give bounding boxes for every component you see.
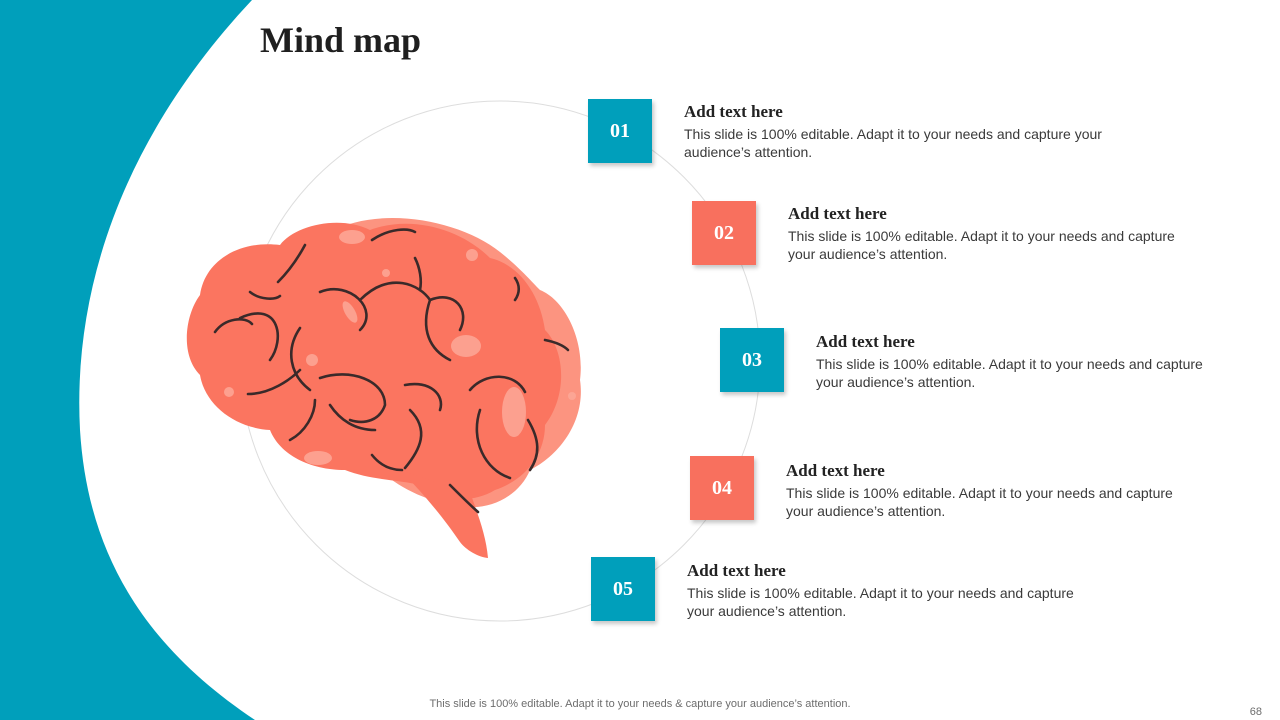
step-number: 05 xyxy=(613,577,633,600)
brain-fold xyxy=(370,453,404,472)
step-text-01: Add text here This slide is 100% editabl… xyxy=(684,101,1102,161)
step-body: This slide is 100% editable. Adapt it to… xyxy=(816,355,1203,391)
step-badge-01: 01 xyxy=(588,99,652,163)
step-text-05: Add text here This slide is 100% editabl… xyxy=(687,560,1074,620)
brain-highlight xyxy=(342,301,358,323)
brain-highlight xyxy=(224,387,234,397)
step-body-line: your audience’s attention. xyxy=(687,603,847,619)
brain-fold xyxy=(370,228,417,242)
step-body-line: your audience’s attention. xyxy=(786,503,946,519)
step-text-03: Add text here This slide is 100% editabl… xyxy=(816,331,1203,391)
brain-fold xyxy=(248,290,282,300)
slide-title: Mind map xyxy=(260,20,422,60)
brain-highlight xyxy=(306,354,318,366)
brain-fold xyxy=(475,408,512,480)
step-body-line: This slide is 100% editable. Adapt it to… xyxy=(786,485,1173,501)
step-body-line: your audience’s attention. xyxy=(816,374,976,390)
brain-highlights xyxy=(224,230,576,465)
step-body-line: This slide is 100% editable. Adapt it to… xyxy=(816,356,1203,372)
brain-fold xyxy=(468,375,527,394)
brain-highlight xyxy=(304,451,332,465)
brain-folds xyxy=(213,228,570,514)
brain-fold xyxy=(403,408,423,470)
step-body-line: This slide is 100% editable. Adapt it to… xyxy=(684,126,1102,142)
brain-fold xyxy=(328,403,377,432)
brain-fold xyxy=(448,483,480,514)
brain-fold xyxy=(526,418,539,472)
brain-fold xyxy=(318,373,387,424)
step-body: This slide is 100% editable. Adapt it to… xyxy=(786,484,1173,520)
teal-arc-band xyxy=(0,0,255,720)
step-heading: Add text here xyxy=(687,561,786,580)
brain-fold xyxy=(246,368,302,396)
step-text-02: Add text here This slide is 100% editabl… xyxy=(788,203,1175,263)
step-number: 01 xyxy=(610,119,630,142)
step-text-04: Add text here This slide is 100% editabl… xyxy=(786,460,1173,520)
step-body-line: This slide is 100% editable. Adapt it to… xyxy=(788,228,1175,244)
brain-stem xyxy=(400,470,488,558)
step-badge-02: 02 xyxy=(692,201,756,265)
step-badge-04: 04 xyxy=(690,456,754,520)
step-number: 03 xyxy=(742,348,762,371)
brain-highlight xyxy=(451,335,481,357)
brain-main xyxy=(186,222,562,500)
page-number: 68 xyxy=(1249,706,1262,718)
brain-highlight xyxy=(568,392,576,400)
step-body-line: audience’s attention. xyxy=(684,144,813,160)
brain-highlight xyxy=(502,387,526,437)
step-body: This slide is 100% editable. Adapt it to… xyxy=(687,584,1074,620)
step-body-line: your audience’s attention. xyxy=(788,246,948,262)
brain-fold xyxy=(288,398,317,442)
brain-fold xyxy=(403,382,443,412)
brain-highlight xyxy=(466,249,478,261)
brain-highlight xyxy=(382,269,390,277)
brain-fold xyxy=(290,326,312,392)
step-heading: Add text here xyxy=(786,461,885,480)
brain-icon xyxy=(186,218,581,558)
brain-fold xyxy=(213,318,254,334)
footer-note: This slide is 100% editable. Adapt it to… xyxy=(429,698,851,710)
step-heading: Add text here xyxy=(816,332,915,351)
step-body: This slide is 100% editable. Adapt it to… xyxy=(788,227,1175,263)
brain-highlight xyxy=(339,230,365,244)
step-badge-05: 05 xyxy=(591,557,655,621)
step-heading: Add text here xyxy=(788,204,887,223)
step-badge-03: 03 xyxy=(720,328,784,392)
brain-fold xyxy=(318,288,368,332)
brain-fold xyxy=(276,243,307,284)
brain-fold xyxy=(543,338,570,352)
brain-fold xyxy=(513,276,521,302)
brain-fold xyxy=(424,298,452,362)
step-heading: Add text here xyxy=(684,102,783,121)
step-number: 02 xyxy=(714,221,734,244)
step-number: 04 xyxy=(712,476,732,499)
brain-fold xyxy=(238,312,280,362)
step-body: This slide is 100% editable. Adapt it to… xyxy=(684,125,1102,161)
brain-fold xyxy=(413,256,423,292)
step-body-line: This slide is 100% editable. Adapt it to… xyxy=(687,585,1074,601)
